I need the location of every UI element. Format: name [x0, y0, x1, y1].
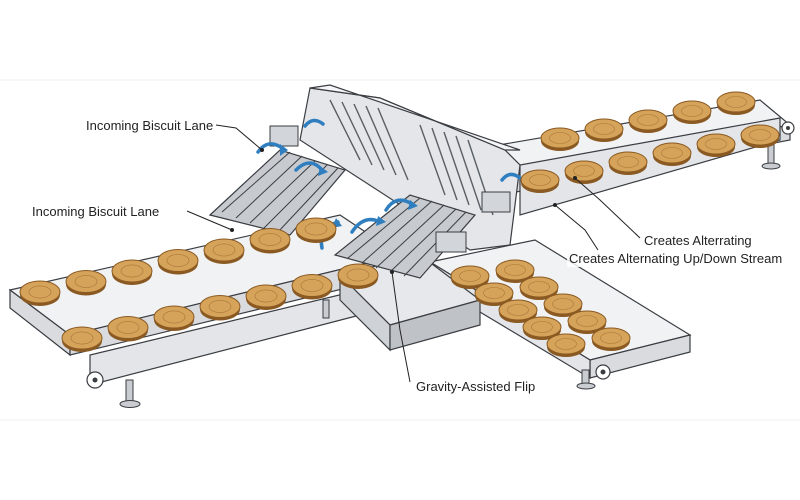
biscuit-pattern	[600, 332, 622, 344]
biscuit-icon	[203, 238, 245, 262]
biscuit-pattern	[70, 331, 94, 345]
biscuit-icon	[584, 118, 624, 140]
label-incoming-lane-left: Incoming Biscuit Lane	[30, 204, 162, 220]
biscuit-pattern	[705, 138, 727, 150]
flip-arrow-icon	[384, 198, 414, 212]
biscuit-icon	[111, 259, 153, 283]
biscuit-icon	[61, 326, 103, 350]
biscuit-pattern	[617, 156, 639, 168]
flip-arrow-icon	[500, 172, 522, 182]
background-grid	[0, 79, 800, 421]
biscuit-icon	[652, 142, 692, 164]
biscuit-icon	[564, 160, 604, 182]
biscuit-icon	[520, 169, 560, 191]
biscuit-icon	[628, 109, 668, 131]
biscuit-icon	[546, 333, 586, 355]
biscuit-icon	[153, 305, 195, 329]
support-leg-icon	[576, 369, 596, 390]
biscuit-pattern	[528, 281, 550, 293]
biscuit-pattern	[120, 264, 144, 278]
biscuit-icon	[716, 91, 756, 113]
biscuit-icon	[245, 284, 287, 308]
biscuit-icon	[249, 228, 291, 251]
label-alternating-stream: Creates Alternating Up/Down Stream	[567, 251, 785, 267]
biscuit-icon	[337, 263, 379, 287]
biscuit-icon	[291, 274, 333, 297]
biscuit-pattern	[661, 147, 683, 159]
biscuit-icon	[157, 249, 199, 272]
biscuit-pattern	[28, 285, 52, 299]
biscuit-icon	[519, 276, 559, 298]
biscuit-pattern	[208, 300, 232, 313]
biscuit-icon	[540, 127, 580, 149]
biscuit-icon	[495, 259, 535, 281]
biscuit-pattern	[573, 165, 595, 177]
biscuit-pattern	[593, 123, 615, 135]
biscuit-icon	[567, 310, 607, 332]
biscuit-icon	[608, 151, 648, 173]
biscuit-icon	[65, 270, 107, 293]
biscuit-pattern	[555, 338, 577, 350]
biscuit-icon	[672, 100, 712, 122]
biscuit-pattern	[254, 289, 278, 303]
biscuits-layer	[19, 91, 780, 357]
biscuit-icon	[450, 265, 490, 287]
biscuit-pattern	[529, 174, 551, 186]
biscuit-icon	[591, 327, 631, 349]
biscuit-pattern	[531, 321, 553, 333]
biscuit-icon	[295, 217, 337, 241]
label-incoming-lane-top: Incoming Biscuit Lane	[84, 118, 216, 134]
biscuit-pattern	[483, 287, 505, 299]
biscuit-pattern	[162, 310, 186, 324]
flip-arrow-icon	[303, 118, 325, 128]
label-creates-alterrating: Creates Alterrating	[642, 233, 754, 249]
leader-lines	[186, 124, 641, 383]
support-leg-icon	[322, 299, 330, 319]
biscuit-icon	[543, 293, 583, 315]
biscuit-pattern	[549, 132, 571, 144]
biscuit-icon	[19, 280, 61, 304]
biscuit-icon	[522, 316, 562, 338]
biscuit-pattern	[166, 254, 190, 267]
biscuit-pattern	[504, 264, 526, 276]
biscuit-pattern	[212, 243, 236, 257]
biscuit-pattern	[116, 321, 140, 334]
biscuit-pattern	[258, 233, 282, 246]
flipper-machine	[208, 84, 521, 279]
biscuit-pattern	[681, 105, 703, 117]
biscuit-pattern	[507, 304, 529, 316]
biscuit-pattern	[74, 275, 98, 288]
biscuit-icon	[498, 299, 538, 321]
biscuit-icon	[474, 282, 514, 304]
biscuit-pattern	[576, 315, 598, 327]
support-leg-icon	[119, 379, 141, 408]
biscuit-pattern	[637, 114, 659, 126]
biscuit-icon	[199, 295, 241, 318]
flip-arrow-icon	[256, 142, 284, 154]
biscuit-pattern	[749, 129, 771, 141]
biscuit-pattern	[300, 279, 324, 292]
biscuit-icon	[740, 124, 780, 146]
biscuit-pattern	[725, 96, 747, 108]
biscuit-icon	[107, 316, 149, 339]
biscuit-pattern	[304, 222, 328, 236]
label-gravity-flip: Gravity-Assisted Flip	[414, 379, 538, 395]
biscuit-pattern	[552, 298, 574, 310]
biscuit-pattern	[459, 270, 481, 282]
biscuit-pattern	[346, 268, 370, 282]
biscuit-icon	[696, 133, 736, 155]
